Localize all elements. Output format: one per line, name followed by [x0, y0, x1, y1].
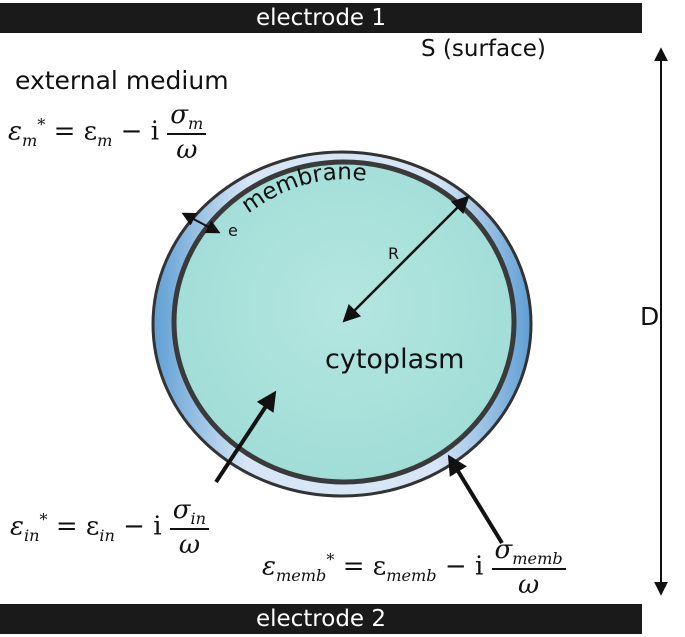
medium-fraction: σm ω [167, 100, 207, 166]
memb-eps: ε [262, 551, 276, 582]
membrane-pointer-arrow [447, 454, 504, 545]
medium-omega: ω [176, 135, 198, 166]
inner-rhs-sub: in [99, 525, 115, 545]
medium-minus: − i [112, 116, 160, 147]
electrode-1-label: electrode 1 [255, 5, 387, 31]
memb-sigma: σ [494, 535, 513, 565]
medium-sigma: σ [170, 100, 189, 130]
cytoplasm-body [171, 159, 517, 485]
cytoplasm-pointer-arrow [214, 390, 277, 484]
inner-fraction: σin ω [169, 495, 210, 561]
inner-minus: − i [114, 511, 162, 542]
inner-eps: ε [10, 511, 24, 542]
cytoplasm-label: cytoplasm [325, 344, 465, 375]
distance-label: D [640, 302, 660, 331]
memb-rhs-sub: memb [386, 565, 437, 585]
medium-eps: ε [8, 116, 22, 147]
inner-eps-sub: in [23, 525, 40, 545]
medium-rhs: = ε [53, 116, 98, 147]
memb-rhs: = ε [342, 551, 387, 582]
electrode-2-label: electrode 2 [255, 606, 387, 632]
inner-sigma: σ [172, 495, 191, 525]
inner-rhs: = ε [55, 511, 100, 542]
memb-minus: − i [436, 551, 484, 582]
medium-sigma-sub: m [188, 114, 204, 134]
membrane-permittivity-equation: εmemb* = εmemb − i σmemb ω [262, 535, 566, 600]
inner-sigma-sub: in [190, 509, 207, 529]
inner-permittivity-equation: εin* = εin − i σin ω [10, 495, 210, 561]
memb-sigma-sub: memb [512, 549, 563, 569]
radius-label: R [388, 244, 400, 263]
surface-label: S (surface) [421, 36, 546, 62]
medium-rhs-sub: m [97, 130, 113, 150]
memb-omega: ω [518, 570, 540, 601]
thickness-label: e [228, 221, 238, 240]
external-medium-label: external medium [15, 66, 229, 95]
electrode-2: electrode 2 [0, 604, 642, 634]
medium-permittivity-equation: εm* = εm − i σm ω [8, 100, 207, 166]
memb-eps-sub: memb [275, 565, 327, 585]
radius-arrow [342, 195, 470, 323]
inner-omega: ω [178, 530, 201, 561]
medium-eps-sub: m [21, 130, 38, 150]
memb-fraction: σmemb ω [491, 535, 566, 601]
thickness-arrow [181, 212, 221, 234]
electrode-1: electrode 1 [0, 3, 642, 33]
